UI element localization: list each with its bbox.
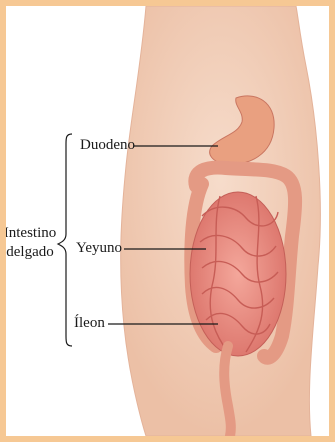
label-yeyuno: Yeyuno xyxy=(76,241,122,256)
group-label-line2: delgado xyxy=(6,243,60,262)
label-duodeno: Duodeno xyxy=(80,138,135,153)
illustration-canvas: Intestino delgado Duodeno Yeyuno Íleon xyxy=(6,6,329,436)
group-label-line1: Intestino xyxy=(6,224,60,243)
anatomy-illustration xyxy=(6,6,329,436)
group-bracket xyxy=(58,134,72,346)
small-intestine-mass xyxy=(190,192,286,356)
group-label: Intestino delgado xyxy=(6,224,60,262)
label-ileon: Íleon xyxy=(74,316,105,331)
